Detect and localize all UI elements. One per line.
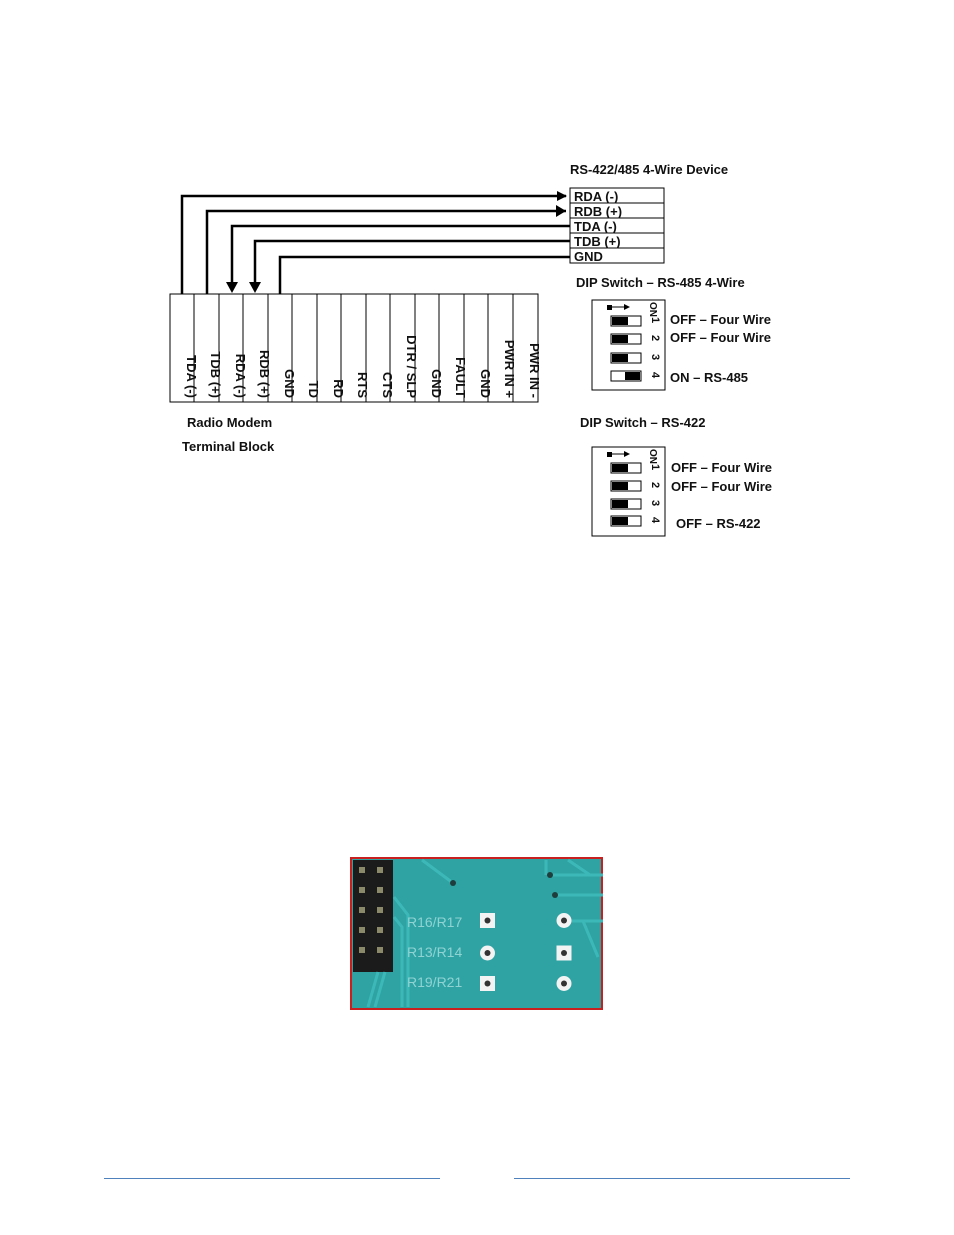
terminal-pin-rts: RTS: [355, 372, 370, 398]
wire-gnd: [278, 255, 570, 294]
pcb-label-r13-r14: R13/R14: [407, 944, 462, 960]
dip-rs485-title: DIP Switch – RS-485 4-Wire: [576, 275, 745, 290]
terminal-pin-cts: CTS: [380, 372, 395, 398]
wire-rda-from-tda: [230, 224, 570, 286]
footer-rule-right: [514, 1178, 850, 1179]
terminal-pin-dtr-slp: DTR / SLP: [404, 335, 419, 398]
dip-rs422-label-1: OFF – Four Wire: [671, 460, 772, 475]
device-pin-tdb: TDB (+): [574, 234, 621, 249]
device-title: RS-422/485 4-Wire Device: [570, 162, 728, 177]
dip-rs422-on-label: ON: [647, 449, 658, 464]
dip-rs422-num-1: 1: [649, 464, 661, 470]
device-pin-table: RDA (-) RDB (+) TDA (-) TDB (+) GND: [569, 187, 665, 264]
dip-rs422-num-4: 4: [649, 517, 661, 524]
wire-tdb-arrow: [556, 205, 566, 217]
dip-rs485-label-1: OFF – Four Wire: [670, 312, 771, 327]
wires: [180, 191, 570, 294]
device-pin-rdb: RDB (+): [574, 204, 622, 219]
terminal-pin-gnd-3: GND: [478, 369, 493, 398]
terminal-pin-gnd-1: GND: [282, 369, 297, 398]
terminal-pin-pwr-in-minus: PWR IN -: [527, 343, 542, 398]
pin-header: [353, 860, 393, 972]
device-pin-gnd: GND: [574, 249, 603, 264]
dip-rs485-num-2: 2: [649, 335, 661, 341]
dip-rs422-label-2: OFF – Four Wire: [671, 479, 772, 494]
wire-rdb-arrow: [249, 282, 261, 293]
terminal-caption-line1: Radio Modem: [187, 415, 272, 430]
dip-rs485-label-2: OFF – Four Wire: [670, 330, 771, 345]
pcb-pads-left: [480, 913, 495, 991]
wire-tda-to-rda: [180, 191, 567, 294]
dip-rs485-num-4: 4: [649, 372, 661, 379]
dip-rs485-num-3: 3: [649, 354, 661, 360]
dip-rs485-switch: ON 1 2 3 4: [591, 299, 666, 391]
dip-rs485-label-4: ON – RS-485: [670, 370, 748, 385]
terminal-pin-pwr-in-plus: PWR IN +: [502, 340, 517, 399]
footer-rule-left: [104, 1178, 440, 1179]
dip-rs422-title: DIP Switch – RS-422: [580, 415, 705, 430]
wire-rdb-from-tdb: [253, 239, 570, 286]
pcb-label-r19-r21: R19/R21: [407, 974, 462, 990]
dip-rs485-on-label: ON: [647, 302, 658, 317]
device-pin-rda: RDA (-): [574, 189, 618, 204]
dip-rs422-num-3: 3: [649, 500, 661, 506]
dip-rs485-num-1: 1: [649, 317, 661, 323]
device-pin-tda: TDA (-): [574, 219, 617, 234]
pcb-pads-right: [556, 913, 572, 991]
terminal-pin-fault: FAULT: [453, 357, 468, 398]
terminal-block: TDA (-) TDB (+) RDA (-) RDB (+) GND TD R…: [169, 293, 542, 403]
wire-tdb-to-rdb: [205, 209, 566, 294]
dip-rs422-label-4: OFF – RS-422: [676, 516, 761, 531]
terminal-pin-tdb: TDB (+): [208, 351, 223, 398]
terminal-pin-rda: RDA (-): [233, 354, 248, 398]
dip-rs422-num-2: 2: [649, 482, 661, 488]
dip-rs422-switch: ON 1 2 3 4: [591, 446, 666, 537]
terminal-caption-line2: Terminal Block: [182, 439, 275, 454]
pcb-label-r16-r17: R16/R17: [407, 914, 462, 930]
terminal-pin-rd: RD: [331, 379, 346, 398]
pcb-photo: R16/R17 R13/R14 R19/R21: [350, 857, 603, 1010]
terminal-pin-gnd-2: GND: [429, 369, 444, 398]
terminal-pin-tda: TDA (-): [184, 355, 199, 398]
wire-rda-arrow: [226, 282, 238, 293]
terminal-pin-rdb: RDB (+): [257, 350, 272, 398]
terminal-pin-td: TD: [306, 381, 321, 398]
